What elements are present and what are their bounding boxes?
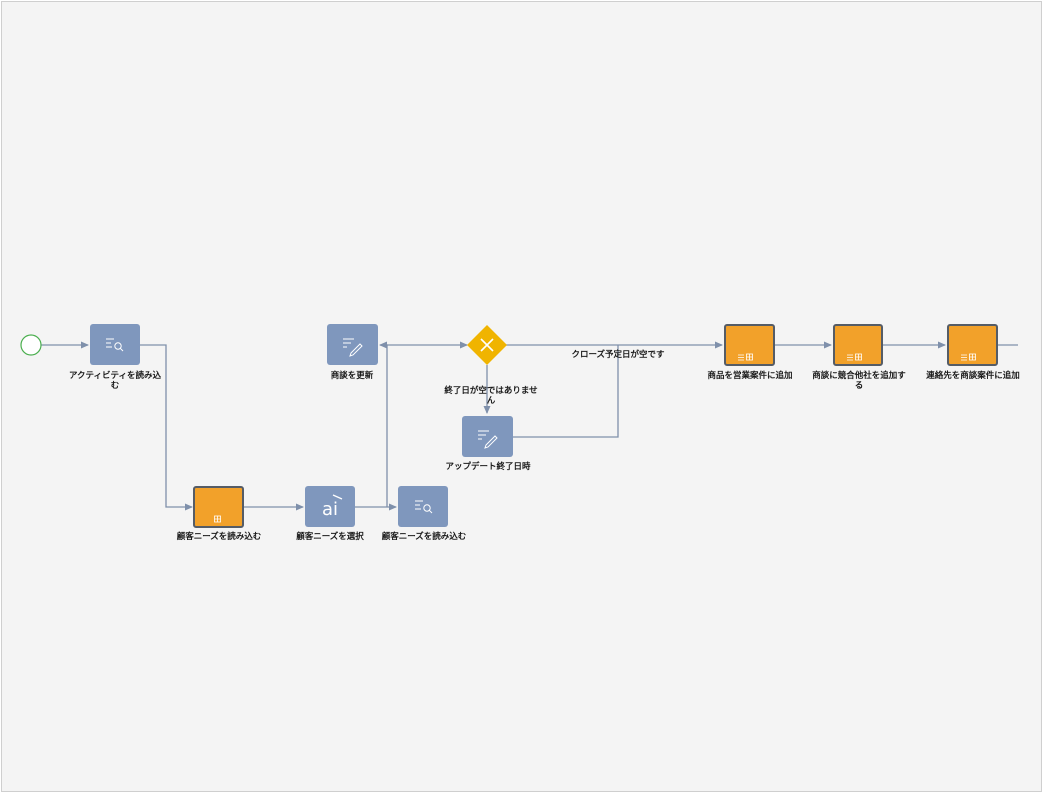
table-icon	[847, 353, 862, 361]
table-icon	[738, 353, 753, 361]
label-update-end-date: アップデート終了日時	[445, 462, 531, 472]
table-icon	[214, 515, 221, 523]
edge-load-activity-to-load-needs	[140, 344, 193, 511]
edge-label-end-date-not-empty: 終了日が空ではありません	[444, 386, 538, 406]
node-select-needs[interactable]: ai	[305, 486, 355, 527]
edge-update-end-date-to-main	[513, 345, 619, 438]
node-update-deal[interactable]	[327, 324, 378, 365]
node-add-competitor[interactable]	[833, 324, 883, 366]
label-add-competitor: 商談に競合他社を追加する	[812, 371, 906, 391]
node-load-activity[interactable]	[90, 324, 140, 365]
node-update-end-date[interactable]	[462, 416, 513, 457]
label-update-deal: 商談を更新	[330, 371, 374, 381]
ai-icon: ai	[322, 494, 343, 520]
node-add-product[interactable]	[724, 324, 775, 366]
node-decision[interactable]	[467, 325, 507, 365]
svg-text:ai: ai	[322, 499, 338, 520]
node-load-needs-1[interactable]	[193, 486, 244, 528]
label-load-needs-1: 顧客ニーズを読み込む	[176, 532, 262, 542]
edit-icon	[478, 430, 498, 449]
label-add-product: 商品を営業案件に追加	[707, 371, 793, 381]
table-icon	[961, 353, 976, 361]
label-load-activity: アクティビティを読み込む	[68, 371, 162, 391]
start-event-icon[interactable]	[20, 334, 42, 356]
exclusive-gateway-icon	[480, 338, 494, 352]
node-add-contact[interactable]	[947, 324, 998, 366]
edge-label-close-date-empty: クローズ予定日が空です	[571, 350, 665, 360]
lookup-icon	[415, 500, 433, 514]
lookup-icon	[106, 338, 124, 352]
edge-branch-to-update-deal	[379, 341, 388, 507]
label-load-needs-2: 顧客ニーズを読み込む	[381, 532, 467, 542]
edit-icon	[343, 338, 363, 357]
node-load-needs-2[interactable]	[398, 486, 448, 527]
label-select-needs: 顧客ニーズを選択	[296, 532, 364, 542]
label-add-contact: 連絡先を商談案件に追加	[926, 371, 1020, 381]
